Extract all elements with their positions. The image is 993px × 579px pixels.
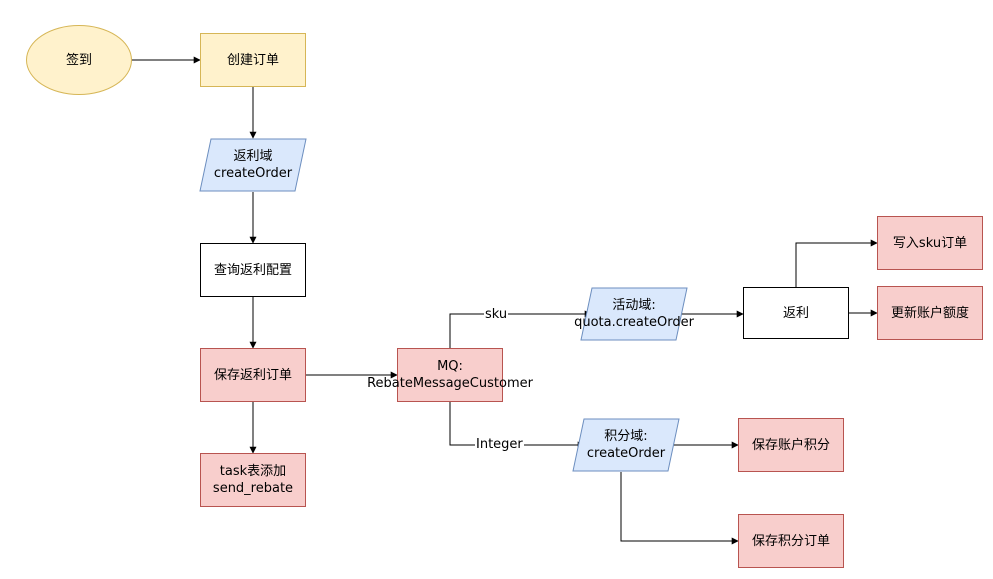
create-order-label: 创建订单 (226, 52, 279, 68)
save-points-order-node[interactable]: 保存积分订单 (738, 514, 844, 568)
activity-domain-label-1: 活动域: (612, 298, 656, 313)
rebate-domain-node[interactable]: 返利域 createOrder (199, 138, 307, 192)
parallelogram-shape (580, 287, 688, 341)
edge-label-sku: sku (484, 307, 509, 322)
rebate-node[interactable]: 返利 (743, 287, 849, 339)
update-quota-label: 更新账户额度 (890, 305, 969, 321)
points-domain-label-2: createOrder (586, 446, 666, 461)
parallelogram-shape (199, 138, 307, 192)
points-domain-node[interactable]: 积分域: createOrder (572, 418, 680, 472)
rebate-label: 返利 (782, 305, 809, 321)
create-order-node[interactable]: 创建订单 (200, 33, 306, 87)
write-sku-order-label: 写入sku订单 (892, 235, 968, 251)
task-label-1: task表添加 (219, 464, 287, 479)
mq-node[interactable]: MQ: RebateMessageCustomer (367, 348, 533, 402)
activity-domain-label-2: quota.createOrder (574, 315, 694, 330)
mq-label-1: MQ: (437, 359, 463, 374)
signin-node[interactable]: 签到 (26, 25, 132, 95)
save-points-node[interactable]: 保存账户积分 (738, 418, 844, 472)
edge-mq-to-points (449, 402, 585, 449)
points-domain-label-1: 积分域: (604, 429, 648, 444)
mq-label-2: RebateMessageCustomer (367, 376, 533, 391)
task-node[interactable]: task表添加 send_rebate (200, 453, 306, 507)
rebate-domain-label-2: createOrder (213, 166, 293, 181)
write-sku-order-node[interactable]: 写入sku订单 (877, 216, 983, 270)
rebate-domain-label-1: 返利域 (233, 149, 273, 164)
edge-rebate-to-write-sku (795, 239, 878, 287)
edge-label-integer: Integer (475, 437, 524, 452)
edge-mq-to-activity (449, 310, 592, 348)
query-config-node[interactable]: 查询返利配置 (200, 243, 306, 297)
save-points-order-label: 保存积分订单 (751, 533, 830, 549)
parallelogram-shape (572, 418, 680, 472)
signin-label: 签到 (65, 52, 92, 68)
activity-domain-node[interactable]: 活动域: quota.createOrder (574, 287, 694, 341)
task-label-2: send_rebate (212, 481, 294, 496)
query-config-label: 查询返利配置 (213, 262, 292, 278)
save-rebate-order-node[interactable]: 保存返利订单 (200, 348, 306, 402)
update-quota-node[interactable]: 更新账户额度 (877, 286, 983, 340)
save-rebate-order-label: 保存返利订单 (213, 367, 292, 383)
edge-points-to-save-points-order (620, 472, 739, 545)
save-points-label: 保存账户积分 (751, 437, 830, 453)
